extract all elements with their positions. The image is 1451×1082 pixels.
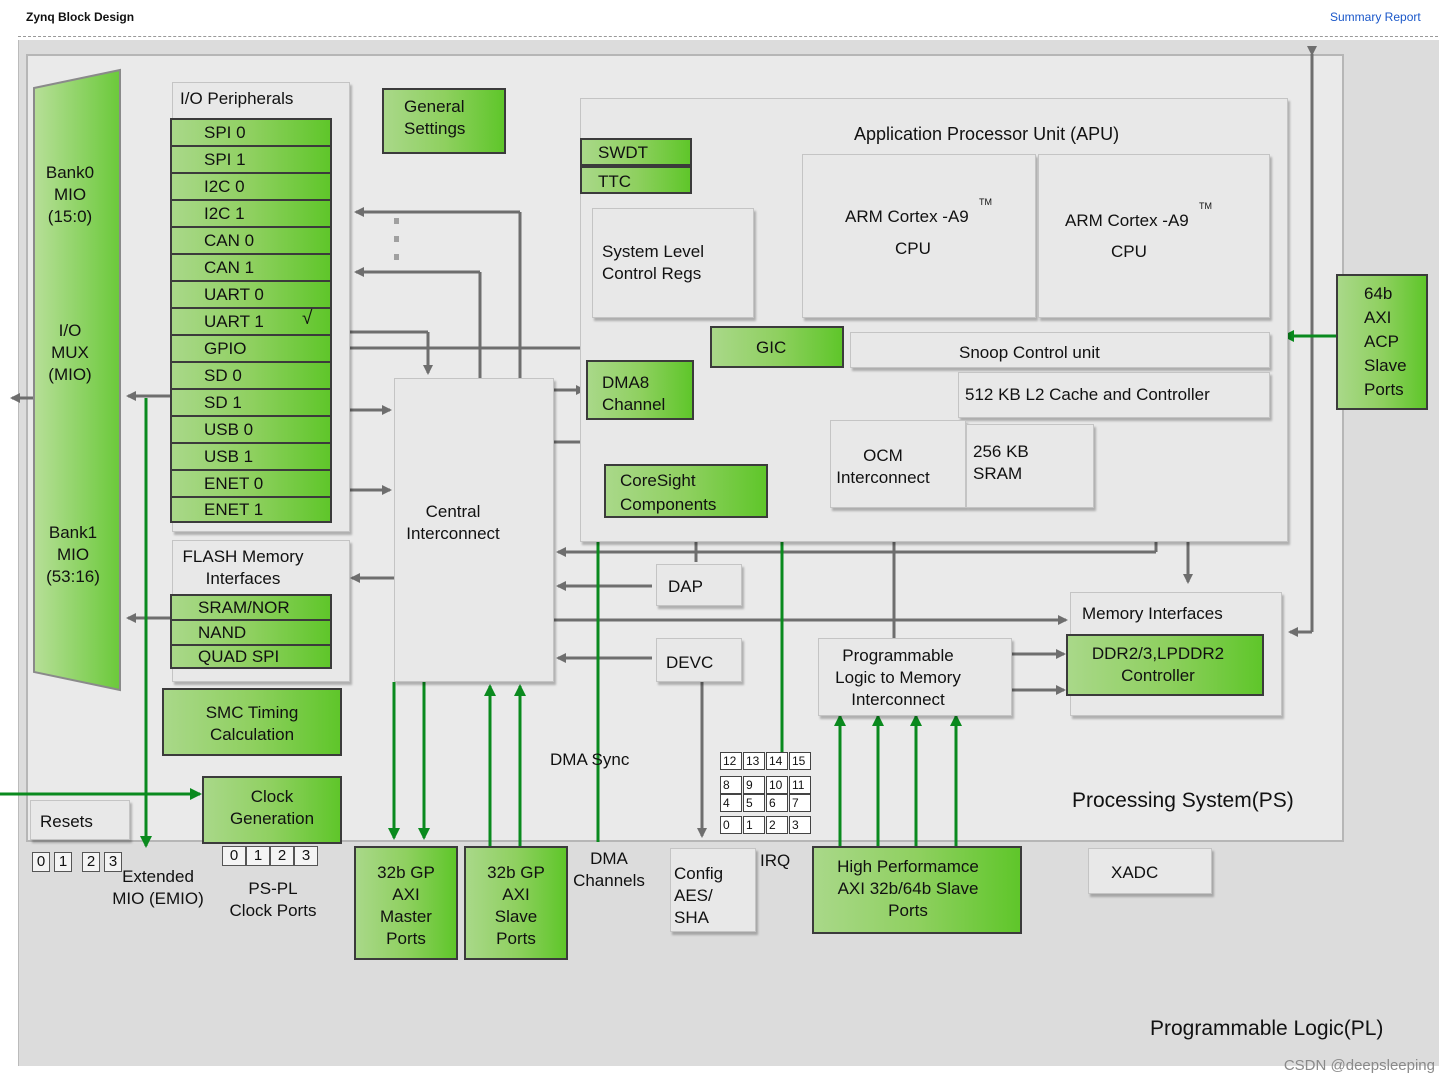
io-peripheral-item[interactable]: USB 0 [170, 415, 332, 442]
io-peripheral-item[interactable]: SPI 0 [170, 118, 332, 145]
io-peripheral-item[interactable]: UART 0 [170, 280, 332, 307]
l2-cache-block[interactable]: 512 KB L2 Cache and Controller [958, 372, 1270, 418]
devc-block[interactable]: DEVC [656, 638, 742, 682]
io-peripheral-item[interactable]: USB 1 [170, 442, 332, 469]
clock-port[interactable]: 3 [294, 846, 318, 866]
io-peripheral-item[interactable]: CAN 0 [170, 226, 332, 253]
io-peripheral-item[interactable]: I2C 0 [170, 172, 332, 199]
dma-sync-label: DMA Sync [550, 750, 630, 769]
irq-grid-cell: 11 [789, 776, 811, 794]
irq-grid-cell: 8 [720, 776, 742, 794]
io-peripheral-item[interactable]: ENET 1 [170, 496, 332, 523]
reset-port[interactable]: 0 [32, 852, 50, 872]
io-peripheral-item[interactable]: I2C 1 [170, 199, 332, 226]
reset-port[interactable]: 1 [54, 852, 72, 872]
ellipsis-dots [394, 218, 399, 260]
xadc-block[interactable]: XADC [1088, 848, 1212, 894]
irq-grid-cell: 2 [766, 816, 788, 834]
io-peripheral-item[interactable]: UART 1 [170, 307, 332, 334]
flash-memory-item[interactable]: SRAM/NOR [170, 594, 332, 619]
dap-block[interactable]: DAP [656, 564, 742, 606]
irq-grid-cell: 14 [766, 752, 788, 770]
clock-port[interactable]: 0 [222, 846, 246, 866]
io-peripherals-title: I/O Peripherals [180, 89, 294, 108]
resets-block[interactable]: Resets [30, 800, 130, 840]
io-peripheral-item[interactable]: ENET 0 [170, 469, 332, 496]
apu-title: Application Processor Unit (APU) [854, 124, 1120, 144]
cpu0-block[interactable]: ARM Cortex -A9 TM CPU [802, 154, 1036, 318]
ps-region-label: Processing System(PS) [1072, 789, 1294, 812]
pl-region-label: Programmable Logic(PL) [1150, 1017, 1384, 1040]
irq-grid-cell: 1 [743, 816, 765, 834]
io-peripheral-item[interactable]: SPI 1 [170, 145, 332, 172]
irq-grid-cell: 7 [789, 794, 811, 812]
uart1-check-mark: √ [302, 308, 313, 329]
flash-memory-item[interactable]: NAND [170, 619, 332, 644]
io-peripheral-item[interactable]: GPIO [170, 334, 332, 361]
clock-port[interactable]: 1 [246, 846, 270, 866]
gic-block[interactable]: GIC [710, 326, 844, 368]
irq-grid-cell: 4 [720, 794, 742, 812]
snoop-control-unit-block[interactable]: Snoop Control unit [850, 332, 1270, 368]
irq-grid-cell: 6 [766, 794, 788, 812]
clock-port[interactable]: 2 [270, 846, 294, 866]
io-peripheral-item[interactable]: SD 0 [170, 361, 332, 388]
irq-label: IRQ [760, 851, 791, 870]
irq-grid-cell: 15 [789, 752, 811, 770]
swdt-block[interactable]: SWDT [580, 138, 692, 166]
irq-grid-cell: 3 [789, 816, 811, 834]
io-peripheral-item[interactable]: SD 1 [170, 388, 332, 415]
summary-report-link[interactable]: Summary Report [1330, 10, 1421, 24]
mio-mux-block[interactable] [30, 68, 124, 694]
reset-port[interactable]: 3 [104, 852, 122, 872]
irq-grid-cell: 9 [743, 776, 765, 794]
watermark: CSDN @deepsleeping [1283, 1057, 1435, 1074]
cpu1-block[interactable]: ARM Cortex -A9 TM CPU [1038, 154, 1270, 318]
reset-port[interactable]: 2 [82, 852, 100, 872]
io-peripheral-item[interactable]: CAN 1 [170, 253, 332, 280]
irq-grid-cell: 13 [743, 752, 765, 770]
flash-memory-item[interactable]: QUAD SPI [170, 644, 332, 669]
page-title: Zynq Block Design [26, 10, 135, 24]
ttc-block[interactable]: TTC [580, 166, 692, 194]
irq-grid-cell: 0 [720, 816, 742, 834]
irq-grid-cell: 10 [766, 776, 788, 794]
irq-grid-cell: 12 [720, 752, 742, 770]
irq-grid-cell: 5 [743, 794, 765, 812]
header-divider [18, 36, 1438, 37]
